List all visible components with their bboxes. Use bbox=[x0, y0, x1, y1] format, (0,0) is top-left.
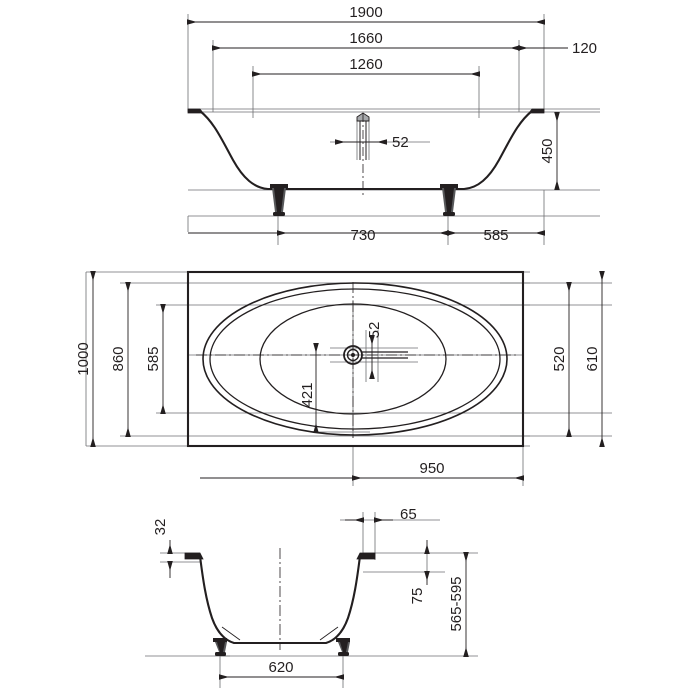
dim-label-450: 450 bbox=[539, 138, 556, 163]
view-plan: 1000 860 585 421 52 520 610 950 bbox=[75, 270, 612, 486]
plan-waste-outlet bbox=[343, 345, 408, 365]
end-extension-lines bbox=[145, 512, 478, 688]
plan-dimension-labels: 1000 860 585 421 52 520 610 950 bbox=[75, 322, 601, 477]
end-legs bbox=[213, 638, 350, 656]
plan-inner-oval bbox=[209, 288, 501, 430]
end-dimension-labels: 32 65 75 565-595 620 bbox=[152, 506, 465, 676]
dim-label-65: 65 bbox=[400, 506, 417, 523]
end-tub-outline bbox=[184, 548, 376, 650]
view-front-elevation: 1900 1660 1260 120 450 52 730 585 bbox=[187, 4, 600, 245]
dim-label-520: 520 bbox=[551, 346, 568, 371]
end-leg-right bbox=[336, 638, 350, 656]
front-dimension-lines bbox=[187, 19, 568, 236]
dim-label-585-plan: 585 bbox=[145, 346, 162, 371]
dim-label-585-front: 585 bbox=[483, 227, 508, 244]
dim-label-32: 32 bbox=[152, 519, 169, 536]
front-dimension-labels: 1900 1660 1260 120 450 52 730 585 bbox=[349, 4, 597, 244]
dim-label-950: 950 bbox=[419, 460, 444, 477]
end-dimension-lines bbox=[167, 517, 469, 680]
plan-rim-oval bbox=[202, 282, 508, 436]
dim-label-75: 75 bbox=[409, 588, 426, 605]
dim-label-1900: 1900 bbox=[349, 4, 382, 21]
dim-label-1000: 1000 bbox=[75, 342, 92, 375]
front-waste-fitting bbox=[355, 112, 371, 195]
dim-label-421: 421 bbox=[299, 382, 316, 407]
dim-label-1660: 1660 bbox=[349, 30, 382, 47]
dim-label-52-plan: 52 bbox=[366, 322, 383, 339]
dim-label-730: 730 bbox=[350, 227, 375, 244]
dim-label-610: 610 bbox=[584, 346, 601, 371]
dim-label-860: 860 bbox=[110, 346, 127, 371]
view-end-elevation: 32 65 75 565-595 620 bbox=[145, 506, 478, 688]
dim-label-1260: 1260 bbox=[349, 56, 382, 73]
leg-left bbox=[270, 184, 288, 216]
dim-label-565-595: 565-595 bbox=[448, 576, 465, 631]
dim-label-52-front: 52 bbox=[392, 134, 409, 151]
plan-outer-rect bbox=[186, 270, 525, 448]
end-leg-left bbox=[213, 638, 227, 656]
dim-label-120: 120 bbox=[572, 40, 597, 57]
leg-right bbox=[440, 184, 458, 216]
plan-dimension-lines bbox=[90, 271, 605, 481]
front-legs bbox=[270, 184, 458, 216]
dim-label-620: 620 bbox=[268, 659, 293, 676]
